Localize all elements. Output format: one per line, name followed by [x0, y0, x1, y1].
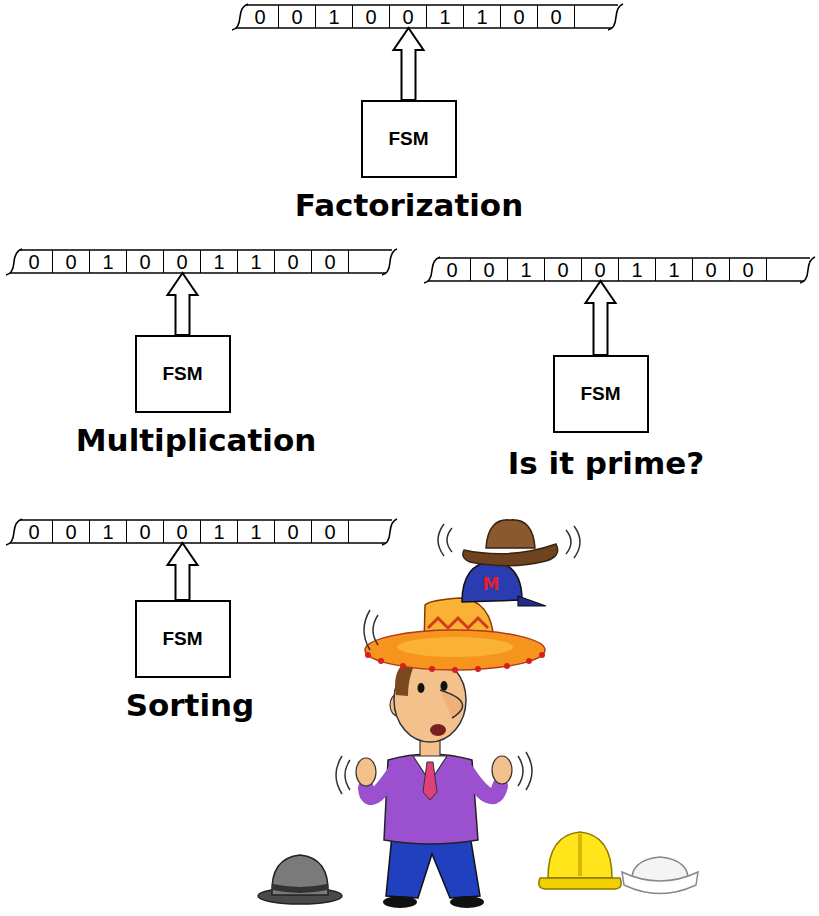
tape-cell: 1: [619, 258, 656, 281]
ground-hats: [258, 832, 698, 904]
tape-digit: 0: [65, 522, 76, 542]
tape-cell: 0: [164, 520, 201, 543]
tape-cell: 0: [545, 258, 582, 281]
tape-cell: 1: [90, 520, 127, 543]
tape-digit: 0: [550, 7, 561, 27]
tape-cell: 0: [127, 250, 164, 273]
tape-digit: 0: [287, 252, 298, 272]
tape-digit: 0: [28, 252, 39, 272]
tape-cell: 0: [53, 520, 90, 543]
tape-cell: 1: [427, 5, 464, 28]
tape-digit: 1: [213, 252, 224, 272]
tape-head-arrow: [394, 28, 424, 100]
tape-digit: 1: [668, 260, 679, 280]
task-caption: Factorization: [295, 187, 523, 223]
tape-digit: 0: [291, 7, 302, 27]
tape-cell: 1: [201, 520, 238, 543]
tape-digit: 1: [102, 252, 113, 272]
tape-cell: 0: [501, 5, 538, 28]
tape-head-arrow: [168, 543, 198, 600]
task-caption: Multiplication: [76, 422, 317, 458]
tape-digit: 0: [254, 7, 265, 27]
tape-cell: 0: [275, 520, 312, 543]
tape-cell: 0: [279, 5, 316, 28]
tape-cell: 0: [53, 250, 90, 273]
fsm-label: FSM: [388, 128, 428, 150]
tape-digit: 0: [365, 7, 376, 27]
tape-cell: 1: [656, 258, 693, 281]
tape-cell: 0: [471, 258, 508, 281]
tape-cell: 0: [16, 520, 53, 543]
tape-digit: 1: [250, 252, 261, 272]
tape-digit: 0: [176, 522, 187, 542]
tape-frame: [6, 519, 397, 545]
tape-digit: 1: [250, 522, 261, 542]
tape-cell: 0: [242, 5, 279, 28]
tape-cell: 0: [127, 520, 164, 543]
tape-digit: 1: [439, 7, 450, 27]
tape-cell: 1: [464, 5, 501, 28]
tape-digit: 0: [557, 260, 568, 280]
tape-cell: 0: [390, 5, 427, 28]
tape-cell: 1: [238, 520, 275, 543]
tape-digit: 0: [402, 7, 413, 27]
tape-cell: 1: [238, 250, 275, 273]
juggling-man: [356, 520, 558, 908]
tape-cell: 0: [538, 5, 575, 28]
tape-digit: 0: [139, 252, 150, 272]
task-caption: Sorting: [126, 687, 255, 723]
tape-cell: 0: [16, 250, 53, 273]
tape-cell: 0: [582, 258, 619, 281]
fsm-box: FSM: [135, 335, 231, 413]
tape-digit: 0: [705, 260, 716, 280]
tape-digit: 0: [446, 260, 457, 280]
tape-frame: [424, 257, 815, 283]
fsm-label: FSM: [162, 628, 202, 650]
tape-cell: 0: [434, 258, 471, 281]
tape-digit: 0: [324, 252, 335, 272]
tape-cell: 0: [353, 5, 390, 28]
tape-digit: 0: [742, 260, 753, 280]
tape-cell: 1: [316, 5, 353, 28]
tape-digit: 0: [65, 252, 76, 272]
tape-frame: [6, 249, 397, 275]
task-caption: Is it prime?: [508, 445, 704, 481]
tape-cell: 1: [90, 250, 127, 273]
tape-head-arrow: [586, 281, 616, 355]
tape-cell: 0: [312, 250, 349, 273]
fsm-label: FSM: [162, 363, 202, 385]
tape-digit: 1: [476, 7, 487, 27]
cap-letter: M: [483, 574, 500, 594]
tape-cell: 0: [312, 520, 349, 543]
tape-digit: 0: [324, 522, 335, 542]
tape-digit: 1: [631, 260, 642, 280]
tape-digit: 1: [520, 260, 531, 280]
tape-digit: 0: [176, 252, 187, 272]
fsm-box: FSM: [361, 100, 457, 178]
tape-digit: 1: [213, 522, 224, 542]
tape-cell: 0: [730, 258, 767, 281]
tape-digit: 0: [287, 522, 298, 542]
tape-cell: 0: [275, 250, 312, 273]
tape-head-arrow: [168, 273, 198, 335]
tape-frame: [232, 4, 623, 30]
tape-cell: 0: [693, 258, 730, 281]
tape-digit: 0: [513, 7, 524, 27]
tape-digit: 1: [328, 7, 339, 27]
fsm-box: FSM: [135, 600, 231, 678]
tape-cell: 1: [508, 258, 545, 281]
fsm-label: FSM: [580, 383, 620, 405]
tape-cell: 1: [201, 250, 238, 273]
tape-digit: 0: [594, 260, 605, 280]
tape-digit: 0: [483, 260, 494, 280]
motion-lines: [336, 524, 580, 794]
tape-cell: 0: [164, 250, 201, 273]
tape-digit: 0: [139, 522, 150, 542]
fsm-box: FSM: [553, 355, 649, 433]
tape-digit: 0: [28, 522, 39, 542]
tape-digit: 1: [102, 522, 113, 542]
